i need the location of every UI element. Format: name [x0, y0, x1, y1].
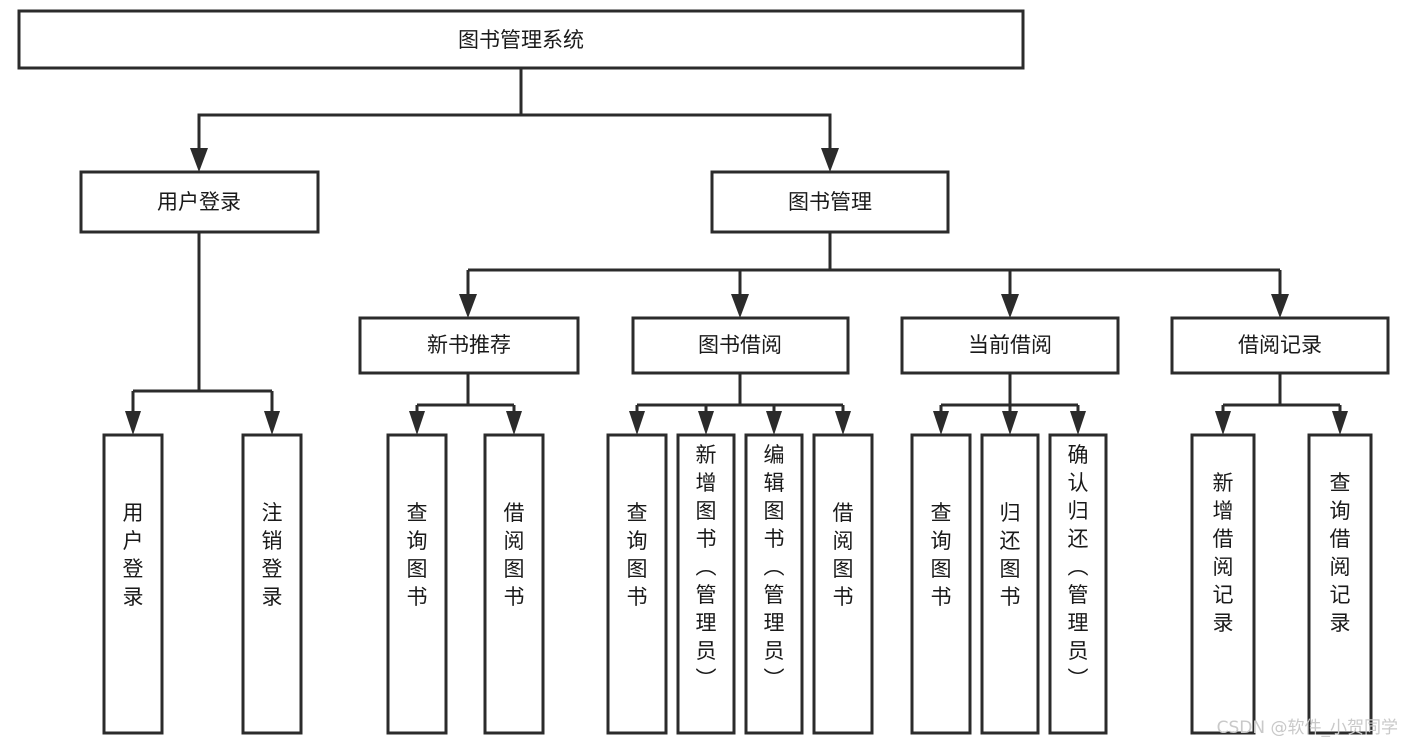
node-book-borrow-box[interactable]: [631, 316, 850, 375]
arrow-bb-leaf-2: [766, 411, 782, 435]
arrow-user-login-leaf-0: [125, 411, 141, 435]
node-new-book-recommend[interactable]: 新书推荐: [358, 316, 580, 375]
arrow-br-leaf-1: [1332, 411, 1348, 435]
node-book-manage[interactable]: 图书管理: [710, 170, 950, 234]
arrow-to-new-book-recommend: [459, 294, 477, 318]
node-borrow-record-label: 借阅记录: [1238, 333, 1322, 357]
leaf-node[interactable]: 查询图书: [606, 433, 668, 735]
arrow-to-borrow-record: [1271, 294, 1289, 318]
leaf-user-logout-label: 注销登录: [262, 501, 283, 609]
arrow-to-book-borrow: [731, 294, 749, 318]
leaf-query-record-label: 查询借阅记录: [1330, 471, 1351, 635]
node-user-login[interactable]: 用户登录: [79, 170, 320, 234]
leaf-add-record-box[interactable]: [1190, 433, 1256, 735]
node-user-login-label: 用户登录: [157, 190, 241, 214]
arrow-cb-leaf-1: [1002, 411, 1018, 435]
arrow-to-current-borrow: [1001, 294, 1019, 318]
leaf-node[interactable]: 查询借阅记录: [1307, 433, 1373, 735]
arrow-root-to-book-manage: [821, 148, 839, 172]
arrow-root-to-user-login: [190, 148, 208, 172]
leaf-node[interactable]: 归还图书: [980, 433, 1040, 735]
arrow-br-leaf-0: [1215, 411, 1231, 435]
connector-group-user-login: [125, 232, 280, 435]
leaf-node[interactable]: 借阅图书: [483, 433, 545, 735]
leaf-query-record-box[interactable]: [1307, 433, 1373, 735]
leaf-confirm-return-label: 确认归还︵管理员︶: [1068, 443, 1089, 691]
leaf-query-book-2-label: 查询图书: [627, 501, 648, 609]
node-root-box[interactable]: [17, 9, 1025, 70]
leaf-add-record-label: 新增借阅记录: [1213, 471, 1234, 635]
leaf-node[interactable]: 新增图书︵管理员︶: [676, 433, 736, 735]
arrow-nbr-leaf-0: [409, 411, 425, 435]
node-root-label: 图书管理系统: [458, 28, 584, 52]
connector-group-book-manage: [459, 232, 1289, 318]
leaf-borrow-book-1-label: 借阅图书: [504, 501, 525, 609]
arrow-bb-leaf-1: [698, 411, 714, 435]
leaf-user-login-label: 用户登录: [123, 501, 144, 609]
leaf-edit-book-box[interactable]: [744, 433, 804, 735]
connector-group-book-borrow: [629, 373, 851, 435]
leaf-confirm-return-box[interactable]: [1048, 433, 1108, 735]
leaf-node[interactable]: 查询图书: [386, 433, 448, 735]
arrow-nbr-leaf-1: [506, 411, 522, 435]
leaf-query-book-1-box[interactable]: [386, 433, 448, 735]
leaf-node[interactable]: 借阅图书: [812, 433, 874, 735]
connector-root-to-book-manage: [519, 68, 832, 158]
node-book-borrow-label: 图书借阅: [698, 333, 782, 357]
leaf-borrow-book-2-box[interactable]: [812, 433, 874, 735]
arrow-bb-leaf-0: [629, 411, 645, 435]
node-book-manage-label: 图书管理: [788, 190, 872, 214]
node-book-borrow[interactable]: 图书借阅: [631, 316, 850, 375]
leaf-query-book-3-box[interactable]: [910, 433, 972, 735]
csdn-watermark: CSDN @软件_小贺同学: [1217, 718, 1398, 738]
arrow-cb-leaf-0: [933, 411, 949, 435]
arrow-user-login-leaf-1: [264, 411, 280, 435]
leaf-add-book-label: 新增图书︵管理员︶: [696, 443, 717, 691]
connector-root-to-user-login: [197, 68, 523, 158]
node-current-borrow[interactable]: 当前借阅: [900, 316, 1120, 375]
leaf-query-book-3-label: 查询图书: [931, 501, 952, 609]
leaf-return-book-box[interactable]: [980, 433, 1040, 735]
leaf-node[interactable]: 查询图书: [910, 433, 972, 735]
leaf-return-book-label: 归还图书: [1000, 501, 1021, 609]
connector-group-new-book-recommend: [409, 373, 522, 435]
connector-group-root: [190, 68, 839, 172]
leaf-node[interactable]: 注销登录: [241, 433, 303, 735]
arrow-cb-leaf-2: [1070, 411, 1086, 435]
connector-group-borrow-record: [1215, 373, 1348, 435]
leaf-node[interactable]: 用户登录: [102, 433, 164, 735]
leaf-borrow-book-2-label: 借阅图书: [833, 501, 854, 609]
node-root[interactable]: 图书管理系统: [17, 9, 1025, 70]
leaf-edit-book-label: 编辑图书︵管理员︶: [764, 443, 785, 691]
node-user-login-box[interactable]: [79, 170, 320, 234]
leaf-node[interactable]: 编辑图书︵管理员︶: [744, 433, 804, 735]
node-book-manage-box[interactable]: [710, 170, 950, 234]
node-current-borrow-box[interactable]: [900, 316, 1120, 375]
arrow-bb-leaf-3: [835, 411, 851, 435]
node-borrow-record[interactable]: 借阅记录: [1170, 316, 1390, 375]
node-new-book-recommend-label: 新书推荐: [427, 333, 511, 357]
node-borrow-record-box[interactable]: [1170, 316, 1390, 375]
node-new-book-recommend-box[interactable]: [358, 316, 580, 375]
node-current-borrow-label: 当前借阅: [968, 333, 1052, 357]
leaf-node[interactable]: 确认归还︵管理员︶: [1048, 433, 1108, 735]
leaf-user-logout-box[interactable]: [241, 433, 303, 735]
connector-group-current-borrow: [933, 373, 1086, 435]
leaf-query-book-1-label: 查询图书: [407, 501, 428, 609]
leaf-node[interactable]: 新增借阅记录: [1190, 433, 1256, 735]
leaf-borrow-book-1-box[interactable]: [483, 433, 545, 735]
leaf-add-book-box[interactable]: [676, 433, 736, 735]
leaf-user-login-box[interactable]: [102, 433, 164, 735]
leaf-query-book-2-box[interactable]: [606, 433, 668, 735]
